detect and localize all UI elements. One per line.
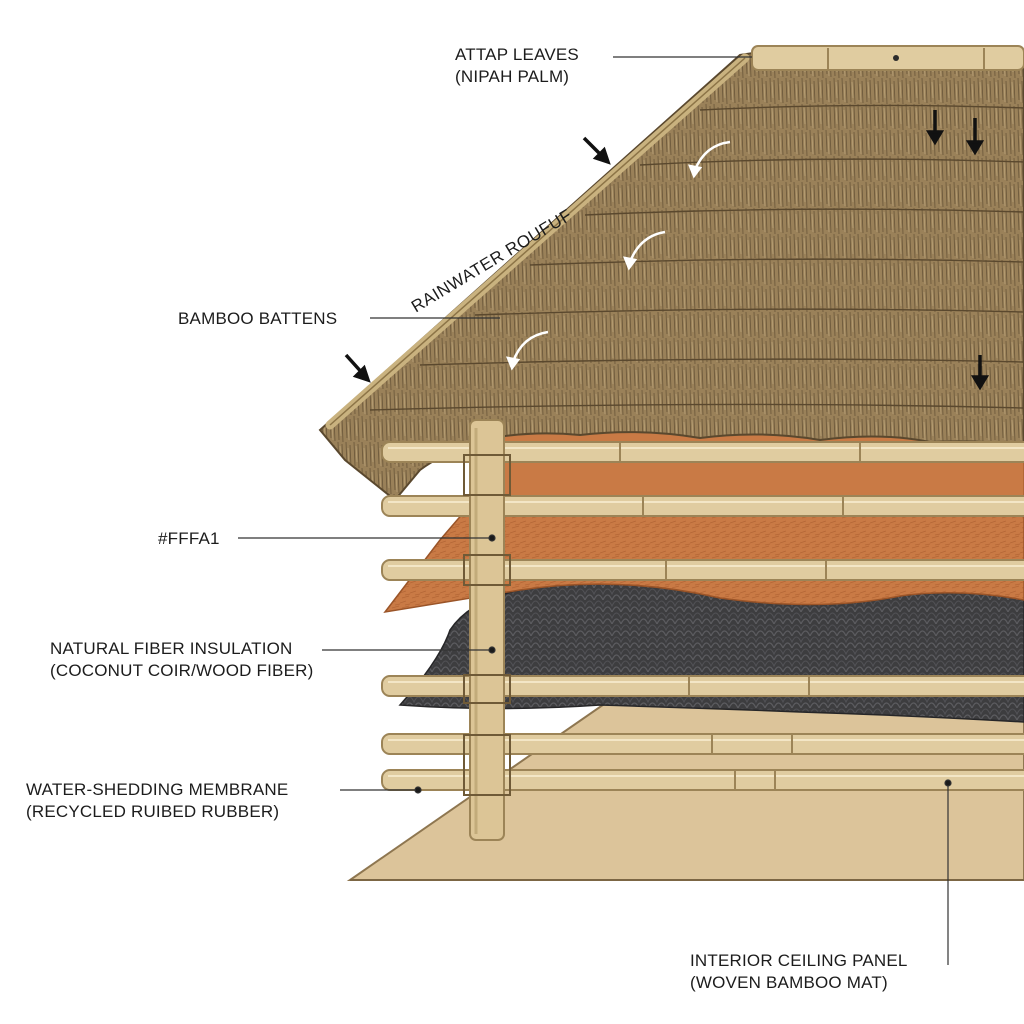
leader-lines (238, 56, 952, 965)
water-shedding-membrane-label: WATER-SHEDDING MEMBRANE(RECYCLED RUIBED … (26, 780, 289, 821)
natural-fiber-insulation-label: NATURAL FIBER INSULATION(COCONUT COIR/WO… (50, 639, 314, 680)
hex-code-label: #FFFA1 (158, 529, 220, 548)
bamboo-post (463, 419, 511, 841)
attap-leaves-label: ATTAP LEAVES(NIPAH PALM) (455, 45, 579, 86)
rain-arrows (344, 110, 990, 391)
flow-arrows (505, 140, 731, 371)
bamboo-battens (381, 441, 1024, 791)
interior-ceiling-panel-label: INTERIOR CEILING PANEL(WOVEN BAMBOO MAT) (690, 951, 908, 992)
ridge-bamboo (751, 45, 1024, 71)
bamboo-battens-label: BAMBOO BATTENS (178, 309, 338, 328)
